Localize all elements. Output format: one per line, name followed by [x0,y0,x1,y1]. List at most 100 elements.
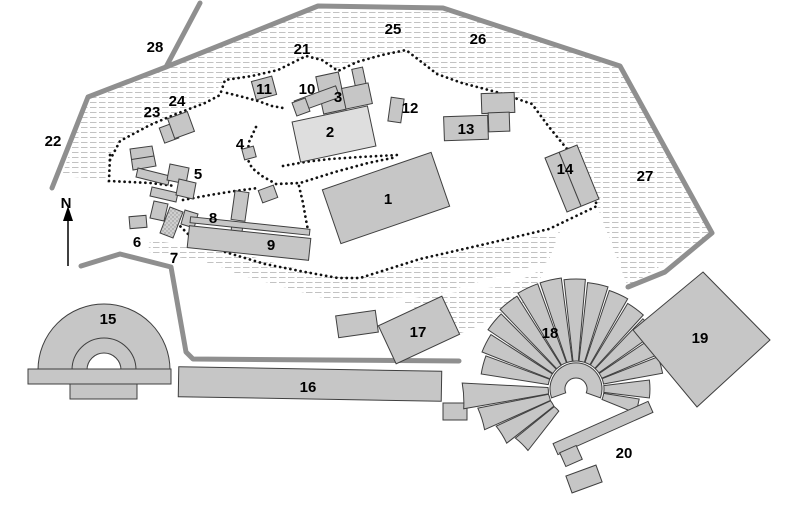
odeon-stage [27,368,172,385]
wall-segment-main [49,3,715,290]
dotted-path-perimeter [108,48,599,280]
dotted-path-west-loop [107,153,177,188]
building-5-divider [131,155,155,160]
label-2: 2 [326,124,334,141]
north-label: N [61,195,72,212]
label-17: 17 [410,324,427,341]
odeon-cavea [37,303,171,371]
building-18-theatre [461,277,664,452]
label-25: 25 [385,21,402,38]
theatre-seating-wedge [563,278,586,362]
label-7: 7 [170,250,178,267]
label-4: 4 [236,136,245,153]
label-19: 19 [692,330,709,347]
building-small-square [257,184,279,204]
label-22: 22 [45,133,62,150]
hatch-area-east [410,10,712,287]
building-12 [387,96,405,124]
theatre-seating-wedge [589,302,645,370]
label-28: 28 [147,39,164,56]
theatre-seating-wedge [481,333,554,380]
dotted-path-temple-route-lower [245,125,399,186]
wall-segment-28-spur [163,0,203,70]
entrance-ramp [159,206,184,239]
building-16-east-square [442,402,468,421]
building-17-annex [335,309,379,339]
dotted-footpaths [107,48,599,280]
wall-segment-south [78,251,462,364]
dotted-path-below-11 [225,91,285,110]
theatre-seating-strip [603,379,651,399]
label-15: 15 [100,311,117,328]
building-9 [186,225,312,261]
building-10-west-end [291,97,311,117]
theatre-seating-wedge [487,313,557,375]
label-9: 9 [267,237,275,254]
building-20-annex [559,444,583,468]
label-16: 16 [300,379,317,396]
label-10: 10 [299,81,316,98]
fortification-walls [49,0,715,364]
building-15-odeon [27,303,172,400]
dotted-path-vertical [297,184,311,237]
building-2 [291,105,377,163]
building-5-southeast-hall [175,178,197,200]
dotted-path-temple-route-upper [281,153,399,168]
label-21: 21 [294,41,311,58]
building-5-southwest-foot [149,200,169,222]
label-8: 8 [209,210,217,227]
building-5-central-bar [135,167,171,186]
building-19 [632,271,771,408]
building-24 [166,110,196,140]
building-13 [443,114,489,142]
theatre-seating-wedge [578,282,609,363]
building-1 [321,151,451,245]
theatre-seating-strip [495,400,555,444]
label-14: 14 [557,161,574,178]
label-12: 12 [402,100,419,117]
label-18: 18 [542,325,559,342]
building-5-south-bar [149,186,179,203]
label-23: 23 [144,104,161,121]
label-3: 3 [334,89,342,106]
building-9-colonnade-strip [189,216,311,236]
theatre-seating-wedge [517,283,568,366]
north-arrow-head [63,206,73,221]
theatre-seating-wedge [539,277,573,364]
theatre-seating-strip [477,393,551,431]
building-4 [241,145,257,161]
theatre-seating-wedge [584,289,629,366]
number-labels: 1 2 3 4 5 6 7 8 9 10 11 12 13 14 15 16 1… [45,21,709,462]
label-27: 27 [637,168,654,185]
building-3-east-wing [341,82,373,110]
hatch-area-north [306,8,443,71]
building-8 [230,190,250,222]
building-13-east-annex [487,111,511,133]
odeon-inner-arc [71,337,137,371]
building-20-bar [552,400,654,456]
buildings [27,66,771,494]
building-16-stoa [177,366,443,402]
building-13-north-annex [480,91,516,115]
theatre-seating-wedge [480,355,551,386]
building-17 [377,295,461,365]
label-5: 5 [194,166,202,183]
building-14 [544,144,600,213]
label-24: 24 [169,93,186,110]
label-26: 26 [470,31,487,48]
odeon-orchestra [86,352,122,371]
building-20-south-block [565,464,603,494]
theatre-seating-strip [514,405,560,452]
building-5-complex [129,145,199,239]
hatch-area-south [185,232,560,300]
building-14-divider [558,151,582,207]
theatre-seating-wedge [499,295,562,370]
building-6 [128,214,148,230]
label-20: 20 [616,445,633,462]
hatch-area-northwest [62,8,318,180]
north-arrow-icon: N [61,195,73,266]
label-13: 13 [458,121,475,138]
theatre-orchestra-ring [549,362,603,399]
